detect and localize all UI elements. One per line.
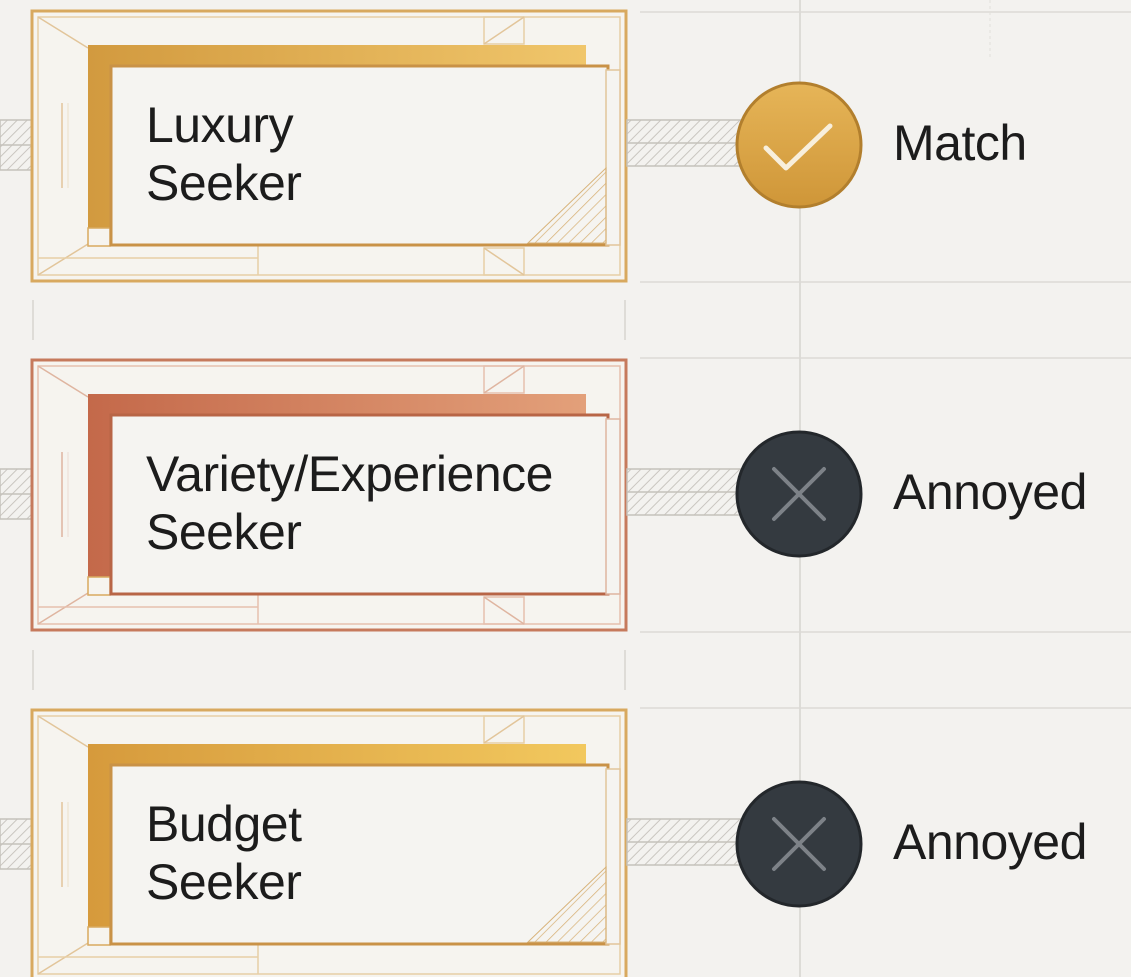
persona-card-frame	[0, 708, 863, 977]
persona-row-luxury: Luxury Seeker Match	[0, 8, 1131, 283]
persona-row-variety: Variety/Experience Seeker Annoyed	[0, 357, 1131, 632]
persona-label-line2: Seeker	[146, 504, 302, 560]
persona-label-line2: Seeker	[146, 155, 302, 211]
persona-label: Luxury Seeker	[146, 96, 302, 212]
persona-label: Variety/Experience Seeker	[146, 445, 553, 561]
persona-card-frame	[0, 358, 863, 632]
persona-card-frame	[0, 9, 863, 283]
check-icon	[763, 123, 833, 171]
status-label: Match	[893, 115, 1027, 171]
persona-label-line1: Budget	[146, 796, 302, 852]
status-label: Annoyed	[893, 464, 1087, 520]
persona-row-budget: Budget Seeker Annoyed	[0, 707, 1131, 977]
persona-label-line2: Seeker	[146, 854, 302, 910]
match-badge	[735, 81, 863, 209]
persona-label: Budget Seeker	[146, 795, 302, 911]
persona-label-line1: Luxury	[146, 97, 294, 153]
persona-label-line1: Variety/Experience	[146, 446, 553, 502]
close-icon	[772, 467, 826, 521]
status-label: Annoyed	[893, 814, 1087, 870]
close-icon	[772, 817, 826, 871]
